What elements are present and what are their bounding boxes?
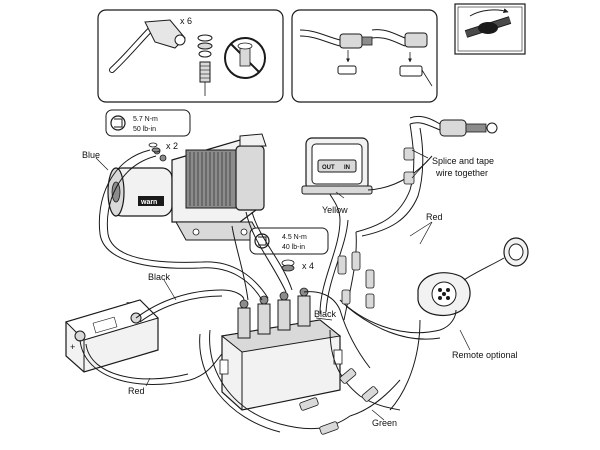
switch-out-label: OUT xyxy=(322,165,335,171)
label-splice-line1: Splice and tape xyxy=(432,156,495,166)
battery-plus-mark: + xyxy=(70,342,75,352)
inset-tape-wrap xyxy=(454,3,526,55)
bolt-qty-label: x 6 xyxy=(180,16,192,26)
label-blue: Blue xyxy=(82,150,101,160)
label-remote-optional: Remote optional xyxy=(452,350,518,360)
battery-minus-mark: − xyxy=(126,298,132,309)
label-yellow: Yellow xyxy=(322,205,348,215)
torque-winch-nm: 5.7 N-m xyxy=(133,116,158,123)
torque-winch-qty: x 2 xyxy=(166,141,178,151)
label-red-bottom: Red xyxy=(128,386,145,396)
leader-lines xyxy=(95,149,471,421)
torque-solenoid-lbin: 40 lb-in xyxy=(282,244,305,251)
rocker-switch: OUT IN xyxy=(301,137,373,195)
torque-solenoid-qty: x 4 xyxy=(302,261,314,271)
torque-solenoid-nm: 4.5 N-m xyxy=(282,234,307,241)
winch-brand-logo: warn xyxy=(140,199,157,206)
label-black-mid: Black xyxy=(314,309,337,319)
label-red-right: Red xyxy=(426,212,443,222)
label-green: Green xyxy=(372,418,398,428)
inset-connector-detail xyxy=(291,9,438,103)
switch-in-label: IN xyxy=(344,165,350,171)
winch: warn xyxy=(107,133,267,241)
inline-connectors xyxy=(299,147,415,435)
torque-winch-lbin: 50 lb-in xyxy=(133,126,156,133)
label-black-top: Black xyxy=(148,272,171,282)
remote-socket xyxy=(417,272,471,317)
key-switch xyxy=(409,115,498,137)
torque-callout-winch: 5.7 N-m 50 lb-in x 2 xyxy=(105,109,191,153)
remote-cap xyxy=(463,237,529,281)
contactor xyxy=(219,287,343,411)
inset-bolt-detail: x 6 xyxy=(97,9,284,103)
label-splice-line2: wire together xyxy=(436,168,489,178)
battery: + − xyxy=(65,298,159,373)
